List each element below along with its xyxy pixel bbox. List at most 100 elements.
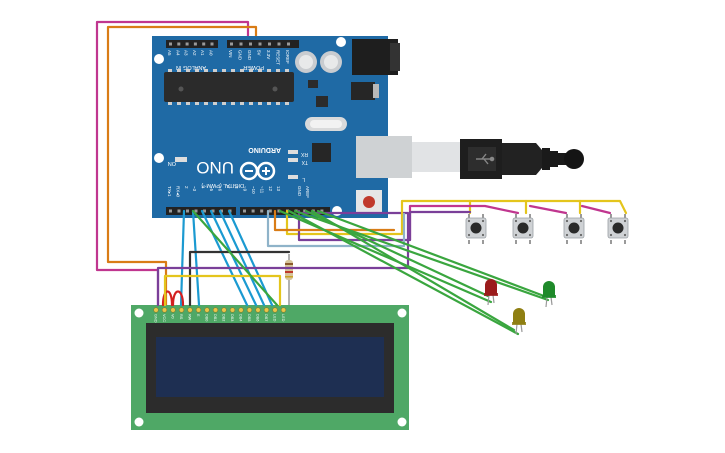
resistor (285, 254, 293, 305)
wire-green-3 (287, 209, 520, 336)
lcd-pin[interactable] (229, 307, 236, 313)
header-pin[interactable] (169, 209, 172, 213)
lcd-pin[interactable] (170, 307, 176, 313)
button-cap[interactable] (568, 222, 580, 234)
small-ic (316, 96, 328, 107)
button-cap[interactable] (517, 222, 529, 234)
button-cap[interactable] (470, 222, 482, 234)
button-leg (482, 214, 484, 218)
header-pin[interactable] (260, 209, 264, 213)
button-cap[interactable] (612, 222, 624, 234)
red-led (484, 279, 498, 306)
wire-red-2 (171, 290, 185, 307)
header-pin[interactable] (251, 209, 255, 213)
push-button[interactable] (563, 214, 585, 244)
chip-leg (222, 69, 226, 72)
lcd-pin[interactable] (195, 307, 202, 313)
pin-label: 8 (234, 186, 239, 189)
wire-gnd-orange (106, 25, 258, 307)
led-leg (487, 294, 490, 306)
rx-led (288, 150, 298, 154)
header-pin[interactable] (186, 209, 189, 213)
header-pin[interactable] (169, 42, 172, 46)
button-leg (529, 240, 531, 244)
header-pin[interactable] (203, 209, 206, 213)
header-pin[interactable] (194, 209, 198, 213)
pin-label: GND (247, 50, 252, 61)
lcd-pin[interactable] (246, 307, 253, 313)
wire-yellow-lcd (163, 274, 282, 307)
lcd-pin[interactable] (187, 307, 193, 313)
header-pin[interactable] (230, 42, 233, 46)
push-button[interactable] (465, 214, 487, 244)
lcd-pin[interactable] (178, 307, 185, 313)
lcd-mount-hole (397, 308, 407, 318)
header-pin[interactable] (220, 209, 223, 213)
lcd-pin[interactable] (153, 307, 159, 313)
button-leg (482, 240, 484, 244)
arduino-brand: ARDUINO (248, 146, 281, 153)
usb-port-body (412, 142, 460, 172)
wire-rs-blue (179, 209, 186, 307)
lcd-pin-label: DB4 (239, 314, 243, 321)
chip-leg (258, 69, 262, 72)
chip-leg (276, 102, 280, 105)
header-pin[interactable] (243, 209, 246, 213)
power-jack-tip (390, 43, 400, 71)
wire-red-1 (161, 290, 174, 307)
header-pin[interactable] (211, 209, 215, 213)
digital-header-label: DIGITAL (PWM~) (201, 182, 244, 188)
lcd-pin[interactable] (255, 307, 261, 313)
lcd-pin[interactable] (221, 307, 227, 313)
usb-boot-ring (542, 148, 550, 170)
chip-leg (249, 69, 253, 72)
mount-hole (336, 37, 346, 47)
reset-button-cap[interactable] (363, 196, 375, 208)
wire-magenta-btn2 (528, 204, 568, 215)
header-pin[interactable] (303, 209, 307, 213)
header-pin[interactable] (258, 42, 262, 46)
push-button[interactable] (512, 214, 534, 244)
header-pin[interactable] (268, 209, 272, 213)
button-leg (515, 240, 517, 244)
pin-label: A1 (200, 50, 205, 56)
lcd-pin-label: DB5 (247, 314, 251, 321)
header-pin[interactable] (210, 42, 214, 46)
arduino-logo-icon (239, 161, 276, 181)
header-pin[interactable] (320, 209, 324, 213)
lcd-pin[interactable] (204, 307, 210, 313)
header-pin[interactable] (287, 42, 290, 46)
header-pin[interactable] (249, 42, 252, 46)
header-pin[interactable] (268, 42, 271, 46)
lcd-pin[interactable] (212, 307, 219, 313)
lcd-pin[interactable] (272, 307, 278, 313)
lcd-pin[interactable] (161, 307, 168, 313)
lcd-pin-label: RW (188, 314, 192, 321)
lcd-pin-label: DB0 (205, 314, 209, 321)
pin-label: 3.3V (266, 50, 271, 59)
pin-label: ~11 (259, 186, 264, 194)
button-screw (623, 233, 627, 237)
button-screw (609, 233, 613, 237)
header-pin[interactable] (202, 42, 206, 46)
header-pin[interactable] (193, 42, 197, 46)
push-button[interactable] (607, 214, 629, 244)
lcd-pin[interactable] (238, 307, 244, 313)
led-rim (542, 295, 556, 298)
pin-label: GND (238, 50, 243, 61)
chip-leg (177, 102, 181, 105)
header-pin[interactable] (177, 209, 181, 213)
gnd-label: GND (297, 186, 302, 197)
header-pin[interactable] (185, 42, 189, 46)
header-pin[interactable] (239, 42, 243, 46)
resistor-band (285, 271, 293, 273)
header-pin[interactable] (277, 42, 281, 46)
button-leg (468, 214, 470, 218)
header-pin[interactable] (177, 42, 181, 46)
wire-magenta-btn3 (580, 204, 612, 215)
lcd-pin[interactable] (280, 307, 287, 313)
pin-label: 5V (257, 50, 262, 56)
lcd-pin[interactable] (263, 307, 270, 313)
